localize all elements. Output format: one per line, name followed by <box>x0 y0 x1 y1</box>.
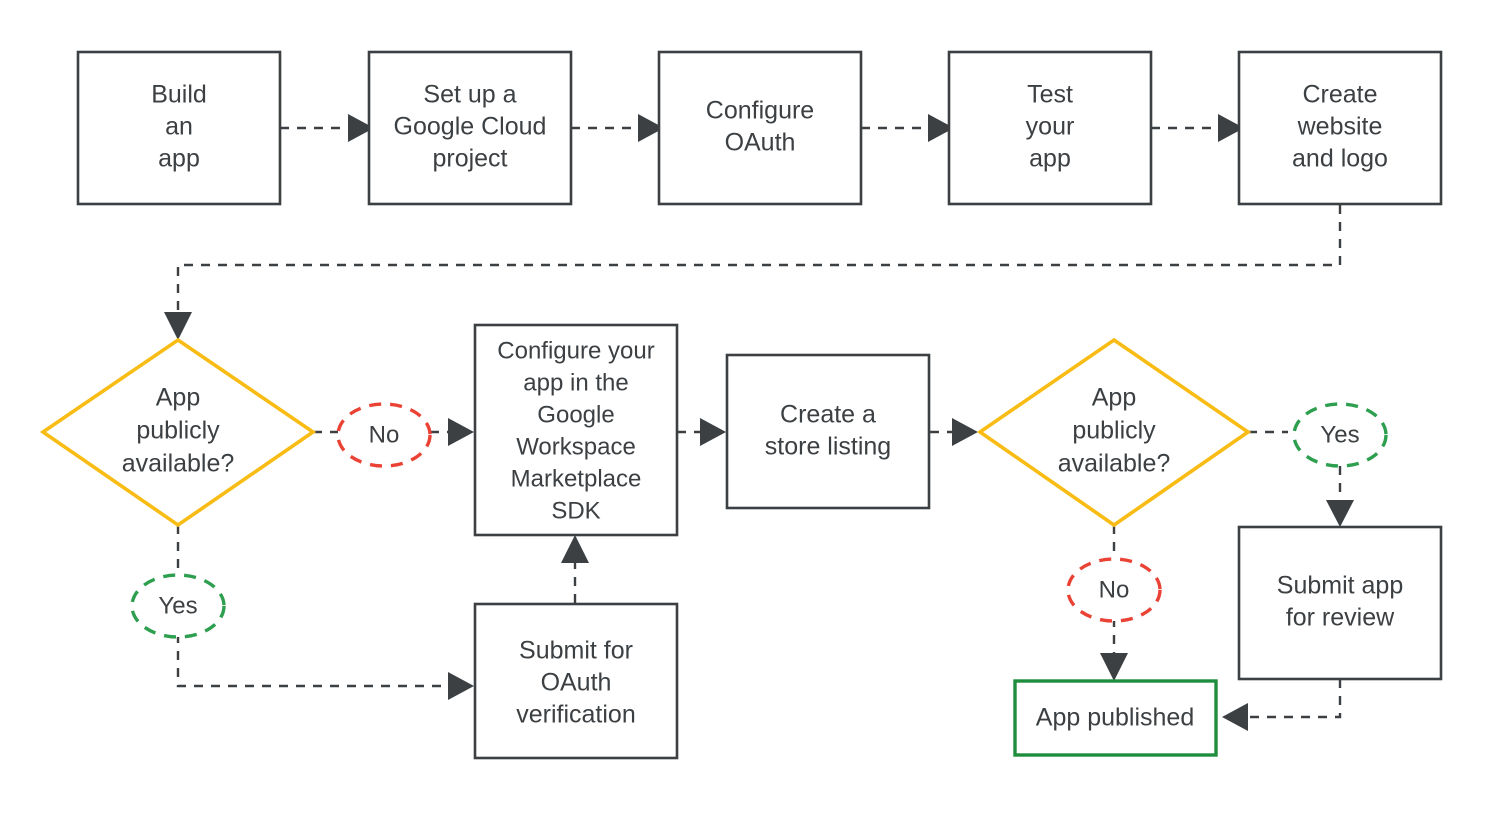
node-submit-oauth-verification[interactable]: Submit for OAuth verification <box>473 602 679 760</box>
edge-label-yes-left: Yes <box>130 573 226 639</box>
node-create-website-and-logo[interactable]: Create website and logo <box>1237 50 1443 206</box>
node-test-your-app-line-1: Test <box>1027 81 1073 109</box>
node-decision-app-publicly-available-right[interactable]: App publicly available? <box>976 337 1252 528</box>
edge-configure-oauth-to-test-app <box>861 114 954 142</box>
node-store-listing-line-1: Create a <box>780 401 876 429</box>
node-app-published[interactable]: App published <box>1013 679 1218 757</box>
node-decision-right-line-3: available? <box>1058 450 1171 478</box>
node-website-logo-line-1: Create <box>1302 81 1377 109</box>
edge-store-listing-to-decision-right <box>930 418 978 446</box>
edge-decision-left-no-to-marketplace-sdk <box>313 418 474 446</box>
node-website-logo-line-3: and logo <box>1292 145 1388 173</box>
node-configure-app-marketplace-sdk[interactable]: Configure your app in the Google Workspa… <box>473 323 679 537</box>
node-build-an-app-line-1: Build <box>151 81 207 109</box>
node-app-published-label: App published <box>1036 704 1194 732</box>
node-gcp-project-line-3: project <box>432 145 507 173</box>
node-configure-oauth-line-2: OAuth <box>725 129 796 157</box>
node-configure-oauth[interactable]: Configure OAuth <box>657 50 863 206</box>
node-oauth-verification-line-2: OAuth <box>541 669 612 697</box>
edge-decision-right-yes-to-submit-review <box>1248 430 1354 527</box>
edge-label-no-left-text: No <box>369 421 400 448</box>
node-configure-oauth-line-1: Configure <box>706 97 814 125</box>
node-create-store-listing[interactable]: Create a store listing <box>725 353 931 510</box>
edge-submit-review-to-app-published <box>1222 679 1342 731</box>
edge-gcp-project-to-configure-oauth <box>571 114 664 142</box>
node-build-an-app-line-2: an <box>165 113 193 141</box>
node-submit-app-for-review[interactable]: Submit app for review <box>1237 525 1443 681</box>
node-build-an-app[interactable]: Build an app <box>76 50 282 206</box>
edge-label-yes-right-text: Yes <box>1320 421 1359 448</box>
node-decision-left-line-1: App <box>156 384 200 412</box>
node-decision-app-publicly-available-left[interactable]: App publicly available? <box>39 337 317 528</box>
edge-label-yes-left-text: Yes <box>158 592 197 619</box>
node-marketplace-sdk-line-3: Google <box>537 401 614 428</box>
edge-label-no-left: No <box>336 402 432 468</box>
node-marketplace-sdk-line-1: Configure your <box>497 337 654 364</box>
node-gcp-project-line-1: Set up a <box>423 81 516 109</box>
node-set-up-google-cloud-project[interactable]: Set up a Google Cloud project <box>367 50 573 206</box>
edge-oauth-verification-to-marketplace-sdk <box>561 535 589 603</box>
node-test-your-app-line-3: app <box>1029 145 1071 173</box>
edge-decision-right-no-to-app-published <box>1100 525 1128 681</box>
node-submit-review-line-1: Submit app <box>1277 572 1403 600</box>
edge-website-logo-to-decision-left <box>164 205 1342 340</box>
node-marketplace-sdk-line-4: Workspace <box>516 433 636 460</box>
node-test-your-app-line-2: your <box>1026 113 1075 141</box>
node-store-listing-line-2: store listing <box>765 433 891 461</box>
node-decision-right-line-1: App <box>1092 384 1136 412</box>
edge-label-yes-right: Yes <box>1292 402 1388 468</box>
edge-label-no-right: No <box>1066 557 1162 623</box>
edge-label-no-right-text: No <box>1099 576 1130 603</box>
node-decision-left-line-2: publicly <box>136 417 220 445</box>
node-website-logo-line-2: website <box>1297 113 1383 141</box>
node-submit-review-line-2: for review <box>1286 604 1395 632</box>
node-test-your-app[interactable]: Test your app <box>947 50 1153 206</box>
edge-test-app-to-website-logo <box>1151 114 1244 142</box>
node-decision-right-line-2: publicly <box>1072 417 1156 445</box>
node-oauth-verification-line-3: verification <box>516 701 636 729</box>
edge-build-to-gcp-project <box>280 114 374 142</box>
node-build-an-app-line-3: app <box>158 145 200 173</box>
node-marketplace-sdk-line-2: app in the <box>523 369 628 396</box>
node-marketplace-sdk-line-5: Marketplace <box>511 465 642 492</box>
edge-decision-left-yes-to-oauth-verification <box>176 525 474 700</box>
node-marketplace-sdk-line-6: SDK <box>551 497 600 524</box>
edge-marketplace-sdk-to-store-listing <box>677 418 726 446</box>
node-gcp-project-line-2: Google Cloud <box>394 113 547 141</box>
node-decision-left-line-3: available? <box>122 450 235 478</box>
node-oauth-verification-line-1: Submit for <box>519 637 633 665</box>
